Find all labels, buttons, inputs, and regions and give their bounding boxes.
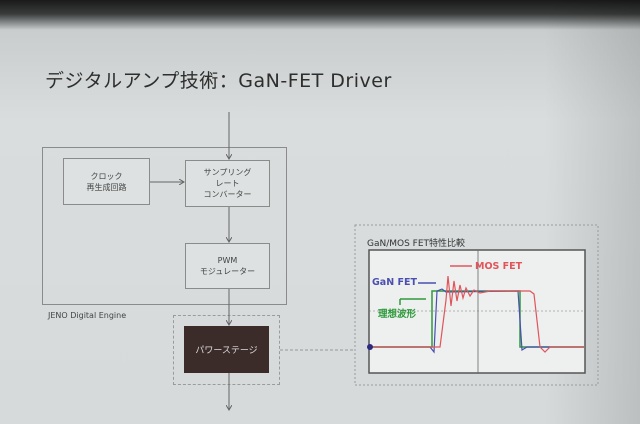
slide-title: デジタルアンプ技術：GaN-FET Driver — [45, 70, 392, 92]
src-line-1: サンプリング — [203, 168, 252, 177]
gan-waveform — [370, 288, 584, 354]
clock-line-1: クロック — [90, 171, 123, 181]
clock-line-2: 再生成回路 — [86, 182, 127, 192]
comparison-title: GaN/MOS FET特性比較 — [367, 239, 466, 249]
power-stage-dashed-frame — [173, 315, 280, 385]
scope-marker — [367, 344, 373, 350]
pwm-modulator-block: PWM モジュレーター — [185, 243, 270, 289]
clock-regeneration-block: クロック 再生成回路 — [63, 158, 150, 205]
ideal-waveform-label: 理想波形 — [378, 309, 417, 320]
gan-fet-label: GaN FET — [372, 277, 417, 288]
src-line-3: コンバーター — [203, 190, 252, 199]
pwm-line-1: PWM — [217, 256, 238, 265]
mos-fet-label: MOS FET — [475, 261, 523, 272]
power-stage-block: パワーステージ — [184, 326, 269, 373]
mos-waveform — [370, 275, 584, 353]
sample-rate-converter-block: サンプリング レート コンバーター — [185, 160, 270, 207]
src-line-2: レート — [215, 179, 240, 188]
comparison-dashed-frame — [354, 224, 599, 386]
pwm-line-2: モジュレーター — [199, 267, 256, 276]
engine-label: JENO Digital Engine — [48, 311, 127, 320]
scope-screen — [368, 249, 586, 374]
digital-engine-box — [42, 147, 287, 305]
